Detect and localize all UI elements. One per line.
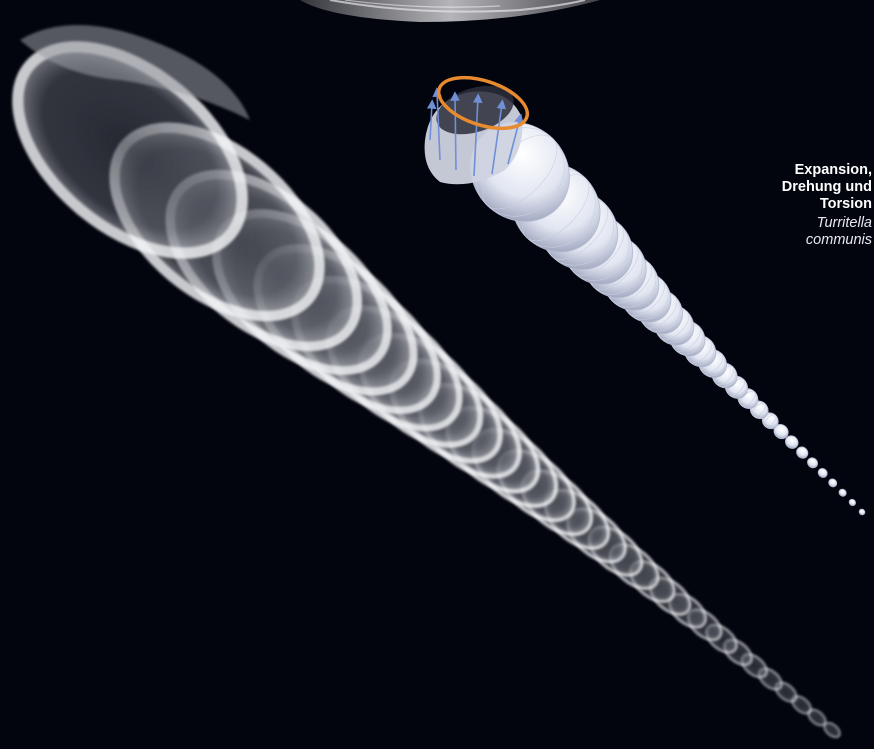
model-whorl [838,488,848,498]
caption-species-line-2: communis [720,232,872,249]
model-whorl [805,456,819,470]
caption-block: Expansion, Drehung und Torsion Turritell… [720,162,874,292]
caption-species-line-1: Turritella [720,215,872,232]
model-whorl [827,477,838,488]
model-whorl [816,467,829,480]
model-whorl [848,498,857,507]
caption-title-line-3: Torsion [720,196,872,213]
caption-title-line-1: Expansion, [720,162,872,179]
model-whorl [858,508,866,516]
caption-title-line-2: Drehung und [720,179,872,196]
top-shell-fragment [300,0,600,22]
